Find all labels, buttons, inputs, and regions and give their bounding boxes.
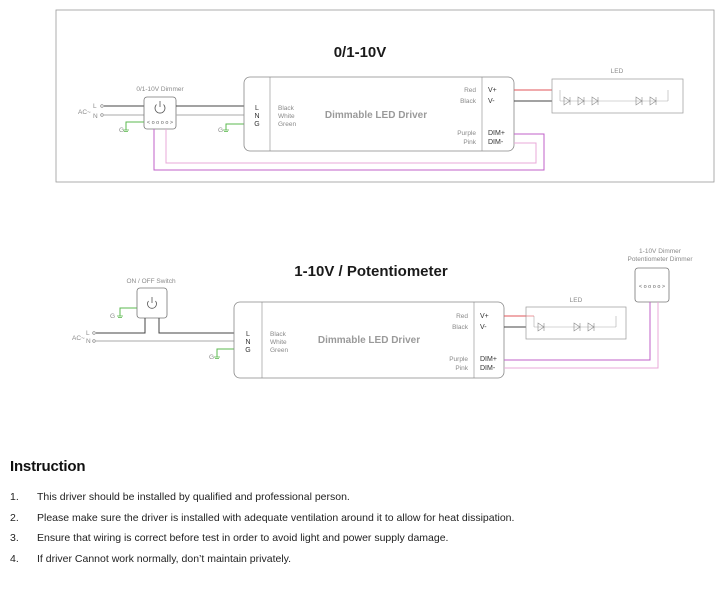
diagram2-pin-dimplus: DIM+	[480, 356, 497, 363]
list-item-text: If driver Cannot work normally, don’t ma…	[37, 552, 292, 565]
led-chip-icon	[563, 96, 657, 106]
diagram1-l-label: L	[93, 103, 97, 110]
diagram1-ground-driver: G	[218, 123, 244, 134]
diagram2-title: 1-10V / Potentiometer	[294, 263, 448, 280]
diagram-1-10v-potentiometer: 1-10V / Potentiometer ON / OFF Switch G …	[72, 248, 693, 379]
diagram2-pin-l: L	[246, 331, 250, 338]
instruction-list: 1. This driver should be installed by qu…	[10, 491, 710, 566]
diagram1-pin-n: N	[254, 113, 259, 120]
list-item-number: 4.	[10, 552, 19, 565]
diagram2-n-label: N	[86, 338, 91, 345]
diagram2-wire-l-in	[96, 318, 146, 334]
diagram2-pot-label-1: 1-10V Dimmer	[639, 248, 682, 255]
diagram1-driver-box	[243, 76, 515, 152]
diagram1-out-red-label: Red	[464, 87, 476, 94]
diagram2-pin-g: G	[245, 347, 250, 354]
diagram2-driver-title: Dimmable LED Driver	[318, 335, 420, 346]
list-item-number: 1.	[10, 491, 19, 503]
diagram2-g-label-1: G	[110, 313, 115, 320]
diagram2-switch-label: ON / OFF Switch	[126, 278, 176, 285]
diagram2-led-label: LED	[570, 297, 583, 304]
diagram1-wire-pink-dim	[165, 129, 537, 164]
diagram2-led-box	[525, 306, 627, 340]
diagram2-dim-pink-label: Pink	[455, 365, 468, 372]
power-icon	[154, 101, 166, 114]
diagram1-pin-dimminus: DIM-	[488, 139, 504, 146]
diagram2-pot-label-2: Potentiometer Dimmer	[627, 256, 693, 263]
list-item-text: Please make sure the driver is installed…	[37, 511, 515, 524]
diagram1-ac-label: AC~	[78, 109, 91, 116]
diagram1-pin-vminus: V-	[488, 98, 495, 105]
diagram2-pin-n: N	[245, 339, 250, 346]
list-item-number: 2.	[10, 511, 19, 524]
list-item: 1. This driver should be installed by qu…	[10, 491, 710, 504]
diagram1-led-label: LED	[611, 68, 624, 75]
diagram1-pin-l: L	[255, 105, 259, 112]
diagram1-dim-purple-label: Purple	[457, 130, 476, 137]
diagram1-wire-white-label: White	[278, 113, 295, 120]
diagram1-dimmer-label: 0/1-10V Dimmer	[136, 86, 184, 93]
diagram1-g-label-1: G	[119, 127, 124, 134]
diagram2-ground-switch: G	[110, 307, 137, 320]
diagram1-wire-black-label: Black	[278, 105, 295, 112]
diagram2-out-red-label: Red	[456, 313, 468, 320]
diagram1-g-label-2: G	[218, 127, 223, 134]
diagram2-pin-vminus: V-	[480, 324, 487, 331]
diagram2-g-label-2: G	[209, 354, 214, 361]
diagram1-wire-green-label: Green	[278, 121, 296, 128]
diagram1-driver-title: Dimmable LED Driver	[325, 110, 427, 121]
diagram1-pin-vplus: V+	[488, 87, 497, 94]
diagram2-wire-white-label: White	[270, 339, 287, 346]
diagram2-ground-driver: G	[209, 348, 234, 361]
diagram1-wire-purple-dim	[153, 129, 545, 171]
list-item-text: Ensure that wiring is correct before tes…	[37, 532, 449, 544]
diagram2-pot-dial: < o o o o >	[639, 284, 665, 290]
diagram2-wire-purple-dim	[504, 302, 651, 361]
diagram1-ground-dimmer: G	[119, 121, 144, 134]
diagram2-ac-label: AC~	[72, 335, 85, 342]
diagram2-pot-box	[634, 267, 670, 303]
diagram2-out-black-label: Black	[452, 324, 469, 331]
diagram1-dimmer-dial: < o o o o >	[147, 120, 173, 126]
list-item-text: This driver should be installed by quali…	[37, 491, 350, 503]
diagram2-wire-black-mid	[158, 318, 234, 334]
diagram1-title: 0/1-10V	[334, 44, 387, 61]
diagram2-dim-purple-label: Purple	[449, 356, 468, 363]
diagram1-n-label: N	[93, 113, 98, 120]
diagram-0-1-10v: 0/1-10V AC~ L N 0/1-10V Dimmer < o o o o…	[55, 9, 715, 183]
wiring-diagrams: 0/1-10V AC~ L N 0/1-10V Dimmer < o o o o…	[55, 9, 715, 379]
diagram1-dim-pink-label: Pink	[463, 139, 476, 146]
diagram1-pin-dimplus: DIM+	[488, 130, 505, 137]
diagram2-driver-box	[233, 301, 505, 379]
list-item: 2. Please make sure the driver is instal…	[10, 512, 710, 525]
diagram1-led-box	[551, 78, 684, 114]
list-item: 4. If driver Cannot work normally, don’t…	[10, 553, 710, 566]
instruction-section: Instruction 1. This driver should be ins…	[10, 458, 710, 573]
diagram1-pin-g: G	[254, 121, 259, 128]
list-item: 3. Ensure that wiring is correct before …	[10, 532, 710, 545]
diagram2-pin-dimminus: DIM-	[480, 365, 496, 372]
diagram1-frame	[55, 9, 715, 183]
diagram2-wire-black-label: Black	[270, 331, 287, 338]
diagram2-wire-pink-dim	[504, 302, 659, 369]
diagram1-out-black-label: Black	[460, 98, 477, 105]
diagram2-pin-vplus: V+	[480, 313, 489, 320]
list-item-number: 3.	[10, 532, 19, 544]
instruction-heading: Instruction	[10, 458, 86, 475]
diagram2-wire-green-label: Green	[270, 347, 288, 354]
led-chip-icon	[537, 322, 595, 332]
power-icon	[147, 297, 157, 309]
diagram2-l-label: L	[86, 330, 90, 337]
